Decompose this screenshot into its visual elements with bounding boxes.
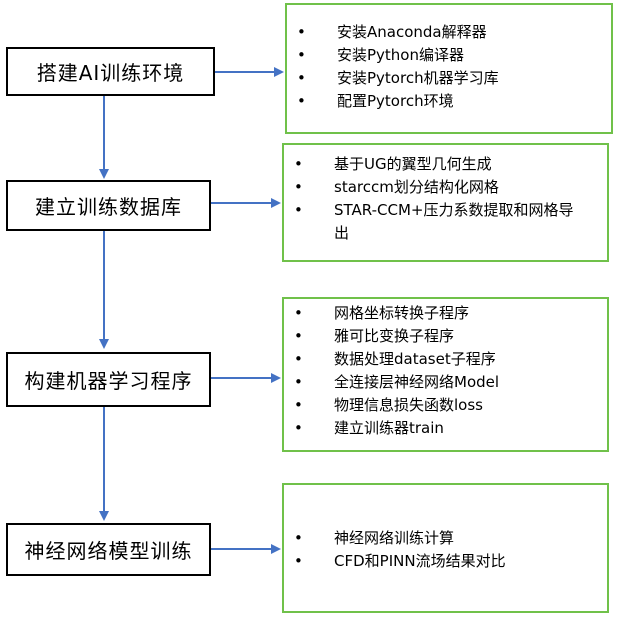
- step-box-build-ml-program: 构建机器学习程序: [6, 352, 211, 407]
- details-panel-train-model: •神经网络训练计算 •CFD和PINN流场结果对比: [282, 483, 609, 613]
- detail-item: •STAR-CCM+压力系数提取和网格导出: [294, 201, 574, 242]
- bullet-icon: •: [294, 327, 303, 345]
- detail-item: •网格坐标转换子程序: [284, 302, 607, 325]
- detail-item: •配置Pytorch环境: [287, 90, 611, 113]
- detail-item: •神经网络训练计算: [284, 527, 607, 550]
- step-label: 建立训练数据库: [35, 195, 182, 219]
- detail-item: •数据处理dataset子程序: [284, 348, 607, 371]
- details-panel-setup-environment: •安装Anaconda解释器 •安装Python编译器 •安装Pytorch机器…: [285, 3, 613, 134]
- bullet-icon: •: [294, 529, 303, 547]
- bullet-icon: •: [297, 23, 306, 41]
- step-box-train-model: 神经网络模型训练: [6, 523, 211, 576]
- bullet-icon: •: [294, 552, 303, 570]
- step-label: 构建机器学习程序: [24, 369, 193, 393]
- detail-item: •雅可比变换子程序: [284, 325, 607, 348]
- details-panel-build-database: •基于UG的翼型几何生成 •starccm划分结构化网格 •STAR-CCM+压…: [282, 143, 609, 262]
- detail-item: •CFD和PINN流场结果对比: [284, 550, 607, 573]
- detail-item: •安装Anaconda解释器: [287, 21, 611, 44]
- bullet-icon: •: [297, 69, 306, 87]
- step-box-build-database: 建立训练数据库: [6, 180, 211, 231]
- detail-item: •基于UG的翼型几何生成: [284, 153, 607, 176]
- details-panel-build-ml-program: •网格坐标转换子程序 •雅可比变换子程序 •数据处理dataset子程序 •全连…: [282, 297, 609, 452]
- bullet-icon: •: [294, 155, 303, 173]
- bullet-icon: •: [294, 419, 303, 437]
- detail-item: •全连接层神经网络Model: [284, 371, 607, 394]
- detail-item: •建立训练器train: [284, 417, 607, 440]
- step-label: 搭建AI训练环境: [36, 61, 185, 85]
- bullet-icon: •: [294, 373, 303, 391]
- step-label: 神经网络模型训练: [24, 539, 193, 563]
- detail-item: •安装Pytorch机器学习库: [287, 67, 611, 90]
- bullet-icon: •: [294, 396, 303, 414]
- bullet-icon: •: [294, 350, 303, 368]
- detail-item: •starccm划分结构化网格: [284, 176, 607, 199]
- step-box-setup-environment: 搭建AI训练环境: [6, 47, 215, 96]
- bullet-icon: •: [297, 46, 306, 64]
- bullet-icon: •: [294, 304, 303, 322]
- bullet-icon: •: [294, 201, 303, 219]
- detail-item: •安装Python编译器: [287, 44, 611, 67]
- bullet-icon: •: [294, 178, 303, 196]
- bullet-icon: •: [297, 92, 306, 110]
- detail-item: •物理信息损失函数loss: [284, 394, 607, 417]
